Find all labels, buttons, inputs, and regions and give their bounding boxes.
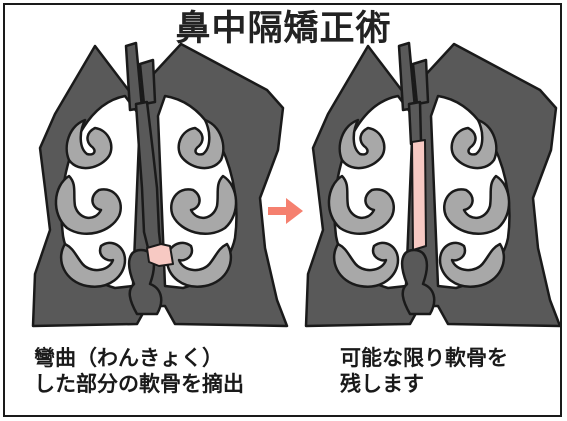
caption-corrected-line1: 可能な限り軟骨を (340, 346, 508, 370)
cartilage-remnant (146, 243, 174, 267)
caption-deviated-line2: した部分の軟骨を摘出 (34, 372, 244, 397)
caption-corrected-line2: 残します (340, 372, 424, 397)
arrow-right-icon (268, 198, 303, 224)
page-title: 鼻中隔矯正術 (175, 9, 392, 49)
corrected-septum (407, 100, 423, 146)
preserved-cartilage (411, 139, 427, 251)
caption-deviated-line1: 彎曲（わんきょく） (34, 346, 223, 370)
caption-deviated: 彎曲（わんきょく） した部分の軟骨を摘出 (34, 345, 244, 397)
corrected-septum-diagram (304, 41, 562, 328)
deviated-septum-diagram (31, 41, 289, 328)
caption-corrected: 可能な限り軟骨を 残します (340, 345, 508, 397)
